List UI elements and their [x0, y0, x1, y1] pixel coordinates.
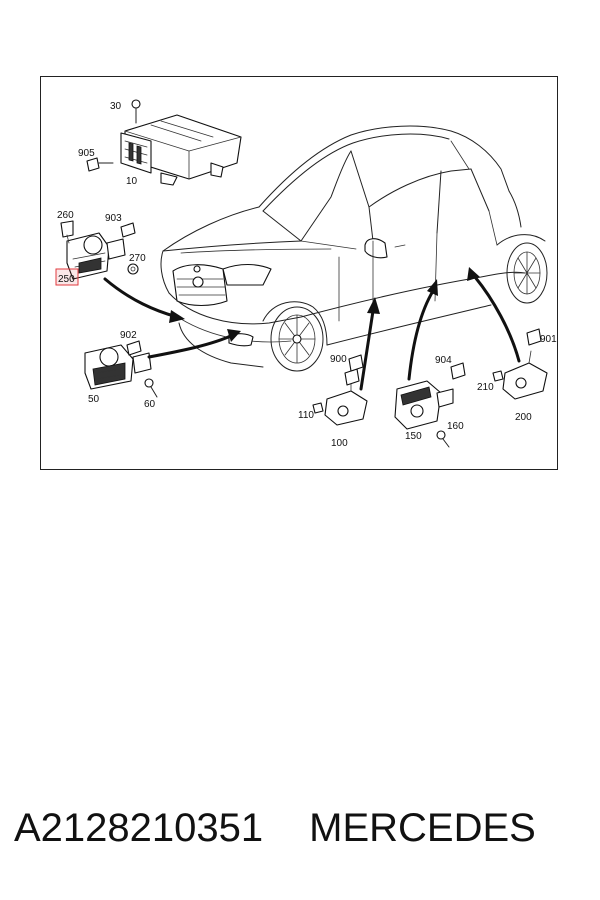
arrow-50-head	[227, 329, 241, 342]
label-30: 30	[110, 101, 122, 112]
label-270: 270	[129, 253, 146, 264]
label-900: 900	[330, 354, 347, 365]
label-160: 160	[447, 421, 464, 432]
clip-904	[450, 362, 466, 380]
arrow-200-to-car	[473, 275, 521, 363]
arrow-250-head	[169, 310, 185, 323]
sensor-50	[84, 344, 152, 390]
arrow-150-head	[427, 279, 438, 296]
label-905: 905	[78, 148, 95, 159]
label-10: 10	[126, 176, 138, 187]
sensor-150	[394, 380, 454, 430]
label-60: 60	[144, 399, 156, 410]
parts-diagram: 30 905 10 260 903 270 250 902 50 60 900 …	[40, 76, 558, 470]
airbag-control-unit	[120, 114, 242, 186]
callout-labels: 30 905 10 260 903 270 250 902 50 60 900 …	[57, 101, 557, 449]
location-arrows	[103, 267, 521, 391]
part-number: A2128210351	[14, 806, 264, 850]
clip-110	[312, 402, 324, 414]
clip-901	[526, 328, 542, 346]
brand-name: MERCEDES	[309, 806, 536, 850]
label-210: 210	[477, 382, 494, 393]
label-904: 904	[435, 355, 452, 366]
clip-905	[86, 157, 114, 172]
highlight-box-250	[55, 268, 79, 286]
label-250: 250	[58, 274, 75, 285]
screw-160	[436, 430, 450, 448]
sensor-100	[324, 368, 368, 426]
label-260: 260	[57, 210, 74, 221]
car-illustration	[160, 125, 548, 372]
label-901: 901	[540, 334, 557, 345]
label-50: 50	[88, 394, 100, 405]
label-150: 150	[405, 431, 422, 442]
arrow-200-head	[467, 267, 480, 281]
clip-903	[120, 222, 136, 238]
arrow-50-to-car	[147, 333, 235, 359]
clip-210	[492, 370, 504, 382]
arrow-100-head	[367, 297, 380, 314]
arrow-100-to-car	[359, 309, 375, 391]
label-100: 100	[331, 438, 348, 449]
label-110: 110	[298, 410, 314, 421]
clip-900	[348, 354, 364, 372]
diagram-canvas: 30 905 10 260 903 270 250 902 50 60 900 …	[55, 99, 557, 449]
label-903: 903	[105, 213, 122, 224]
label-200: 200	[515, 412, 532, 423]
clip-902	[126, 340, 142, 356]
nut-270	[127, 263, 139, 275]
front-sensor-250	[60, 220, 126, 280]
screw-60	[144, 378, 158, 398]
arrow-250-to-car	[103, 277, 179, 319]
product-footer: A2128210351 MERCEDES	[14, 806, 594, 858]
label-902: 902	[120, 330, 137, 341]
sensor-200	[502, 350, 548, 400]
arrow-150-to-car	[407, 289, 435, 381]
bolt-30	[131, 99, 141, 124]
